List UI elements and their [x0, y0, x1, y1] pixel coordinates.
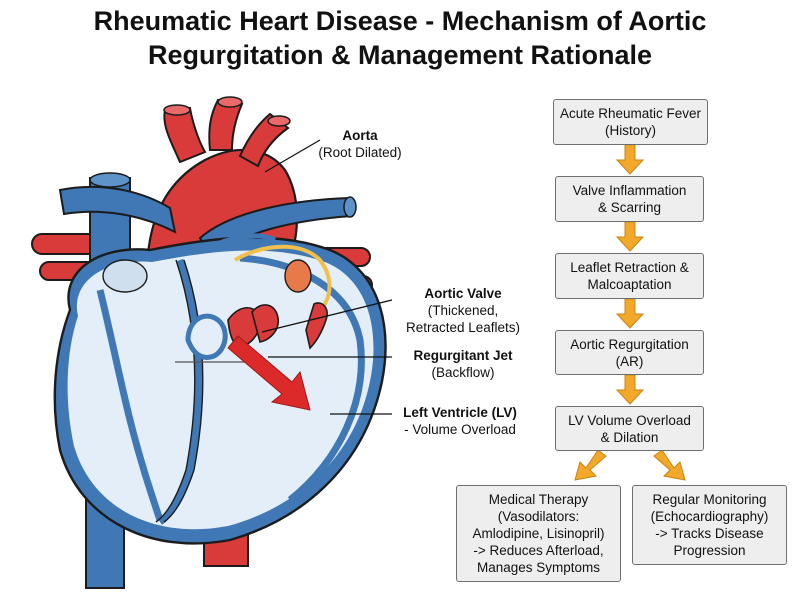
flow-step-leaflet-retraction: Leaflet Retraction & Malcoaptation	[555, 253, 704, 299]
flow-step-1-line-1: Acute Rheumatic Fever	[559, 106, 702, 121]
flow-step-aortic-regurgitation: Aortic Regurgitation (AR)	[555, 330, 704, 375]
aorta-detail: (Root Dilated)	[318, 145, 402, 160]
left-atrium-spot	[284, 259, 312, 293]
flow-step-5-line-1: LV Volume Overload	[568, 412, 691, 428]
left-ventricle-name: Left Ventricle (LV)	[403, 405, 517, 420]
therapy-line-3: Amlodipine, Lisinopril)	[472, 526, 605, 541]
arrow-2-3	[615, 221, 645, 252]
title-line-1: Rheumatic Heart Disease - Mechanism of A…	[93, 6, 707, 36]
title-line-2: Regurgitation & Management Rationale	[147, 40, 653, 70]
page-title: Rheumatic Heart Disease - Mechanism of A…	[0, 4, 800, 72]
leader-lines	[261, 139, 393, 415]
aortic-valve-leaflets	[227, 302, 328, 350]
aortic-valve-label: Aortic Valve (Thickened, Retracted Leafl…	[395, 285, 531, 336]
regurgitant-jet-label: Regurgitant Jet (Backflow)	[395, 347, 531, 381]
flow-step-2-line-2: & Scarring	[597, 200, 662, 215]
aorta-label: Aorta (Root Dilated)	[300, 127, 420, 161]
regurgitant-jet-name: Regurgitant Jet	[413, 348, 513, 363]
flow-step-3-line-1: Leaflet Retraction &	[570, 260, 689, 275]
aorta-name: Aorta	[342, 128, 378, 143]
pulmonic-valve	[185, 313, 228, 360]
regurgitant-jet-arrow	[227, 335, 311, 411]
arrow-4-5	[615, 374, 645, 405]
flow-step-4-line-2: (AR)	[615, 353, 644, 369]
monitoring-line-4: Progression	[673, 543, 746, 558]
aortic-valve-name: Aortic Valve	[424, 286, 502, 301]
aortic-valve-detail-2: Retracted Leaflets)	[405, 320, 521, 335]
flow-step-lv-volume-overload: LV Volume Overload & Dilation	[555, 406, 704, 451]
monitoring-line-3: -> Tracks Disease	[655, 526, 764, 541]
heart-illustration	[31, 96, 393, 589]
arrow-3-4	[615, 298, 645, 329]
left-ventricle-label: Left Ventricle (LV) - Volume Overload	[392, 404, 528, 438]
left-ventricle-detail: - Volume Overload	[404, 422, 516, 437]
flow-step-1-line-2: (History)	[605, 123, 656, 138]
therapy-line-5: Manages Symptoms	[476, 560, 601, 575]
flow-step-4-line-1: Aortic Regurgitation	[570, 336, 689, 352]
regurgitant-jet-detail: (Backflow)	[431, 365, 495, 380]
therapy-line-2: (Vasodilators:	[497, 509, 580, 524]
therapy-line-1: Medical Therapy	[488, 492, 589, 507]
arrow-5-therapy	[574, 449, 607, 481]
arrow-1-2	[615, 144, 645, 175]
flow-step-rheumatic-fever: Acute Rheumatic Fever (History)	[553, 99, 708, 145]
arrow-5-monitoring	[653, 449, 686, 481]
flow-step-5-line-2: & Dilation	[600, 429, 659, 445]
flow-medical-therapy: Medical Therapy (Vasodilators: Amlodipin…	[456, 485, 621, 582]
monitoring-line-2: (Echocardiography)	[650, 509, 769, 524]
therapy-line-4: -> Reduces Afterload,	[473, 543, 604, 558]
flow-step-3-line-2: Malcoaptation	[587, 277, 672, 292]
flow-step-2-line-1: Valve Inflammation	[572, 183, 687, 198]
flow-step-valve-inflammation: Valve Inflammation & Scarring	[555, 176, 704, 222]
aortic-valve-detail-1: (Thickened,	[427, 303, 499, 318]
flow-regular-monitoring: Regular Monitoring (Echocardiography) ->…	[632, 485, 787, 565]
monitoring-line-1: Regular Monitoring	[652, 492, 767, 507]
